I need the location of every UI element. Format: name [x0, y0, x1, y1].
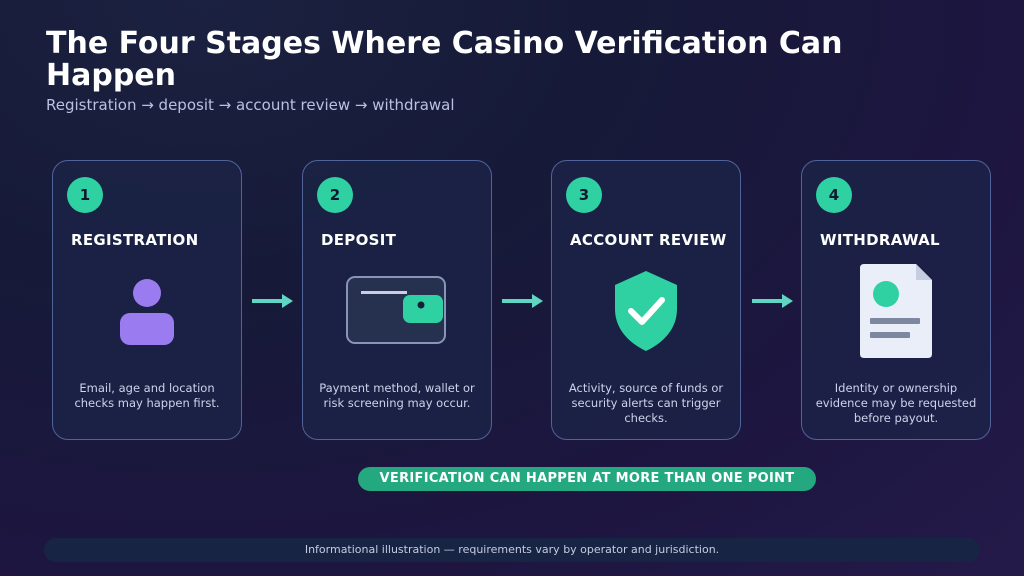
wallet-icon: [346, 276, 446, 344]
verification-callout-badge: VERIFICATION CAN HAPPEN AT MORE THAN ONE…: [358, 467, 816, 491]
stage-number-badge: 3: [566, 177, 602, 213]
stage-title: WITHDRAWAL: [820, 231, 940, 249]
arrow-right-icon: [752, 294, 793, 308]
arrow-right-icon: [252, 294, 293, 308]
stage-description: Payment method, wallet or risk screening…: [319, 381, 475, 410]
stage-number-badge: 1: [67, 177, 103, 213]
stage-description: Identity or ownership evidence may be re…: [815, 381, 977, 425]
stage-card-withdrawal: 4 WITHDRAWAL Identity or ownership evide…: [801, 160, 991, 440]
stage-number-badge: 2: [317, 177, 353, 213]
arrow-right-icon: [502, 294, 543, 308]
id-document-icon: [860, 264, 932, 358]
stage-card-account-review: 3 ACCOUNT REVIEW Activity, source of fun…: [551, 160, 741, 440]
stage-title: ACCOUNT REVIEW: [570, 231, 727, 249]
footer-disclaimer: Informational illustration — requirement…: [44, 538, 980, 562]
page-title: The Four Stages Where Casino Verificatio…: [46, 26, 843, 93]
stage-description: Email, age and location checks may happe…: [74, 381, 220, 410]
stage-title: REGISTRATION: [71, 231, 199, 249]
stage-number-badge: 4: [816, 177, 852, 213]
stage-description: Activity, source of funds or security al…: [568, 381, 724, 425]
shield-check-icon: [615, 271, 677, 351]
stage-card-deposit: 2 DEPOSIT Payment method, wallet or risk…: [302, 160, 492, 440]
page-subtitle: Registration → deposit → account review …: [46, 96, 455, 114]
stage-card-registration: 1 REGISTRATION Email, age and location c…: [52, 160, 242, 440]
stage-title: DEPOSIT: [321, 231, 397, 249]
user-icon: [120, 279, 174, 345]
